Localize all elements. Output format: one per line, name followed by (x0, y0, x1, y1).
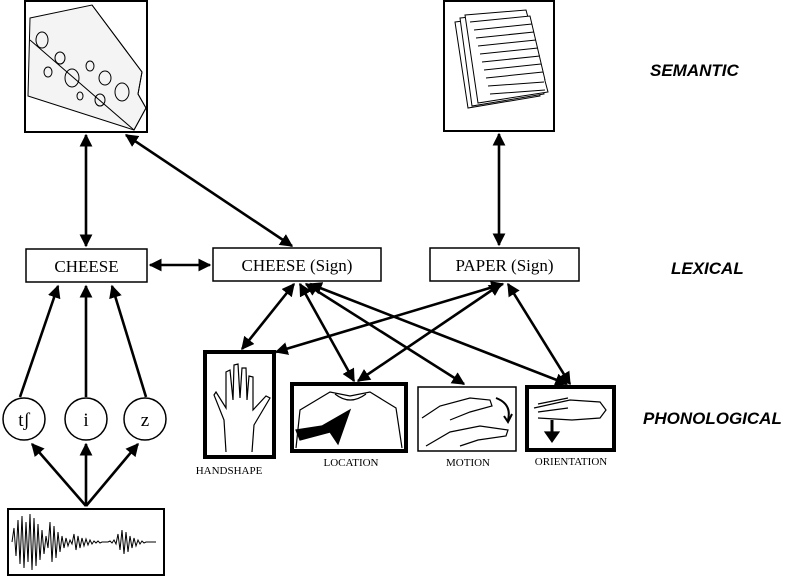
link-tsh-cheese (18, 284, 61, 398)
handshape-picture (203, 350, 276, 459)
cheese-word-label: CHEESE (54, 257, 118, 276)
cheese-picture-icon (27, 4, 147, 131)
phoneme-tsh: tʃ (2, 397, 46, 441)
paper-sign-node: PAPER (Sign) (429, 247, 580, 282)
moving-hands-icon (421, 397, 513, 447)
phoneme-z-label: z (141, 410, 149, 431)
orientation-picture (525, 385, 616, 452)
link-paper-sign-location (356, 282, 503, 383)
link-wave-z (85, 443, 139, 507)
phoneme-i: i (64, 397, 108, 441)
palm-orientation-icon (533, 397, 607, 444)
link-z-cheese (109, 284, 148, 398)
connections (18, 132, 572, 507)
torso-location-icon (295, 391, 403, 449)
cheese-picture (24, 0, 148, 133)
location-picture (290, 382, 408, 453)
location-label: LOCATION (324, 457, 379, 469)
cheese-sign-node: CHEESE (Sign) (212, 247, 382, 282)
cheese-sign-label: CHEESE (Sign) (242, 256, 353, 275)
link-cheese-sign-handshape (240, 282, 296, 351)
phoneme-tsh-label: tʃ (18, 410, 30, 431)
link-wave-tsh (31, 443, 87, 507)
phoneme-i-label: i (83, 410, 88, 431)
waveform-picture (7, 508, 165, 576)
phoneme-z: z (123, 397, 167, 441)
lexical-level-label: LEXICAL (671, 259, 744, 278)
link-paper-sign-handshape (274, 281, 505, 355)
cheese-word-node: CHEESE (25, 248, 148, 283)
orientation-label: ORIENTATION (535, 456, 607, 468)
paper-sign-label: PAPER (Sign) (455, 256, 553, 275)
link-paper-sign-orientation (506, 282, 572, 386)
paper-picture (443, 0, 555, 132)
handshape-label: HANDSHAPE (196, 465, 263, 477)
speech-waveform-icon (11, 513, 156, 571)
raised-hand-icon (213, 363, 271, 453)
link-cheese-picture-cheese-sign (124, 133, 294, 248)
phonological-level-label: PHONOLOGICAL (643, 409, 782, 428)
motion-picture (417, 386, 517, 452)
motion-label: MOTION (446, 457, 490, 469)
semantic-level-label: SEMANTIC (650, 61, 740, 80)
paper-stack-picture-icon (454, 9, 549, 109)
